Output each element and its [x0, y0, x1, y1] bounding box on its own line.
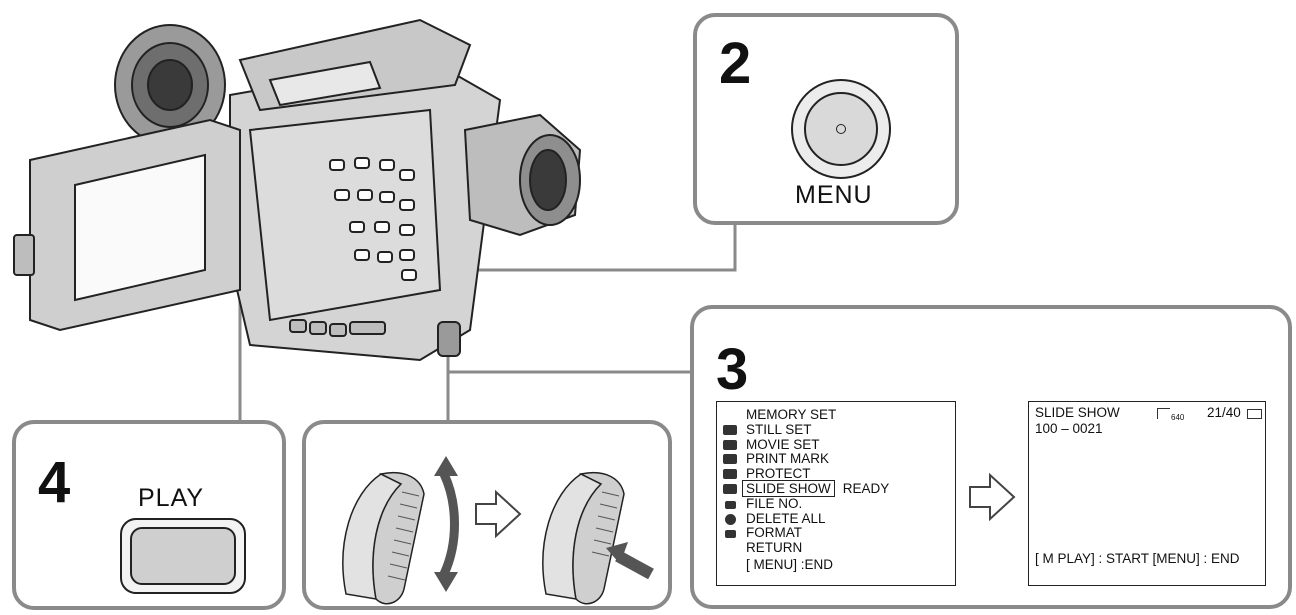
menu-item-label: STILL SET	[746, 421, 812, 437]
menu-item-label: FORMAT	[746, 525, 802, 541]
vcr-set-icon	[725, 500, 736, 509]
memory-play-icon	[723, 469, 737, 480]
step-number: 4	[38, 450, 71, 515]
menu-item-label: SLIDE SHOW	[742, 479, 835, 497]
menu-item-label: RETURN	[746, 540, 803, 556]
slideshow-footer: [ M PLAY] : START [MENU] : END	[1035, 551, 1240, 567]
menu-item[interactable]: STILL SET	[717, 421, 955, 438]
menu-item-label: FILE NO.	[746, 495, 803, 511]
dial-operation-panel	[302, 420, 672, 610]
etc-icon	[725, 513, 736, 525]
menu-header: MEMORY SET	[746, 407, 837, 422]
camera-set-icon	[723, 483, 737, 494]
return-icon	[725, 530, 736, 539]
menu-item[interactable]: FORMAT	[717, 525, 955, 541]
menu-item-label: PRINT MARK	[746, 451, 830, 467]
memory-card-icon	[1247, 409, 1262, 419]
play-button-label: PLAY	[138, 484, 205, 512]
step-number: 2	[719, 31, 752, 96]
step-4-panel: 4 PLAY	[12, 420, 286, 610]
menu-item-value: READY	[842, 480, 890, 496]
menu-item-label: MOVIE SET	[746, 436, 820, 452]
menu-item[interactable]: SLIDE SHOW READY	[717, 479, 955, 497]
file-number: 100 – 0021	[1035, 421, 1103, 436]
print-mark-icon	[723, 454, 737, 465]
menu-item-label: PROTECT	[746, 466, 811, 482]
menu-item[interactable]: MOVIE SET	[717, 436, 955, 453]
menu-item[interactable]: RETURN	[717, 540, 955, 556]
image-size-icon	[1157, 408, 1170, 419]
menu-button-label: MENU	[795, 181, 873, 209]
menu-footer: [ MENU] :END	[746, 556, 834, 572]
slideshow-title: SLIDE SHOW	[1035, 405, 1120, 420]
play-button[interactable]	[120, 518, 246, 594]
step-2-panel: 2 MENU	[693, 13, 959, 225]
menu-item[interactable]: PRINT MARK	[717, 451, 955, 467]
slideshow-screen: SLIDE SHOW 640 21/40 100 – 0021 [ M PLAY…	[1028, 401, 1266, 586]
jog-dial-icon	[342, 456, 654, 605]
still-set-icon	[723, 424, 737, 435]
menu-button[interactable]	[791, 79, 891, 179]
image-size-label: 640	[1171, 413, 1185, 422]
step-number: 3	[716, 337, 749, 402]
menu-item[interactable]: FILE NO.	[717, 495, 955, 512]
menu-item-label: DELETE ALL	[746, 510, 826, 526]
image-counter: 21/40	[1207, 405, 1241, 420]
menu-item[interactable]: PROTECT	[717, 466, 955, 482]
movie-set-icon	[723, 439, 737, 450]
menu-item[interactable]: DELETE ALL	[717, 510, 955, 527]
hollow-right-arrow-icon	[969, 472, 1016, 522]
